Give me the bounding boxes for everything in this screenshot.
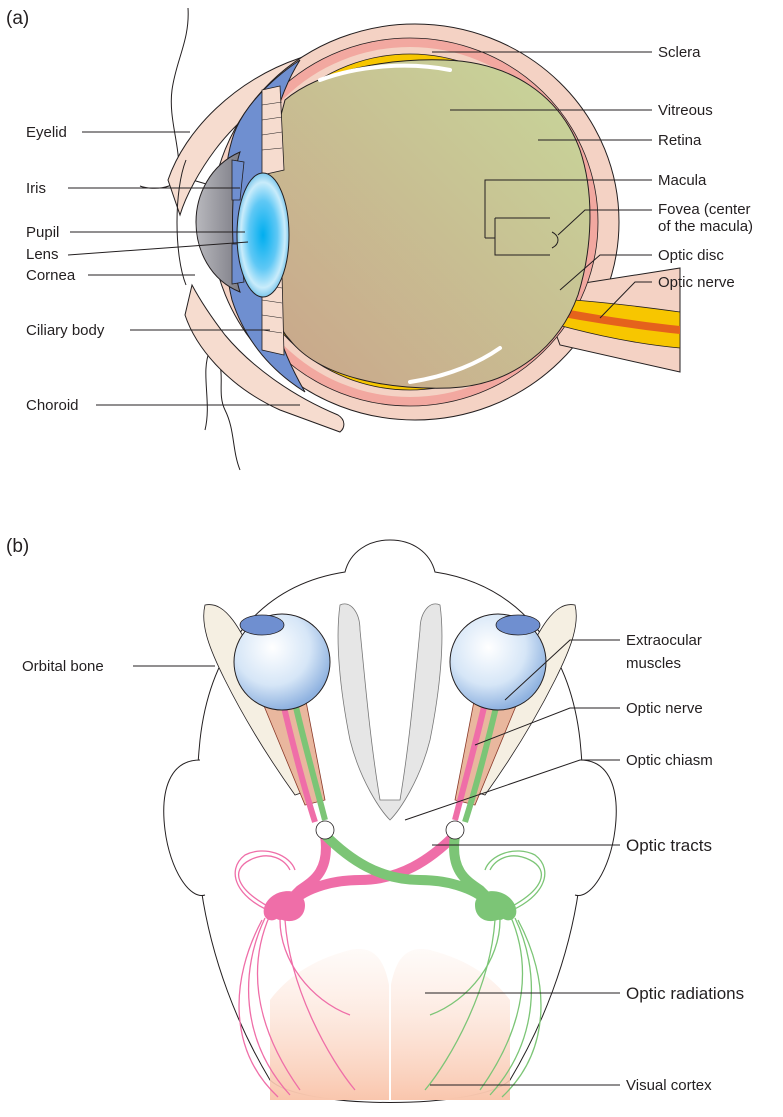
label-macula: Macula [658,172,707,189]
label-optic-disc: Optic disc [658,247,724,264]
label-optic-tracts: Optic tracts [626,836,712,855]
label-pupil: Pupil [26,224,59,241]
label-lens: Lens [26,246,59,263]
label-orbital-bone: Orbital bone [22,658,104,675]
label-extraocular-1: Extraocular [626,632,702,649]
label-retina: Retina [658,132,702,149]
panel-b-tag: (b) [6,536,29,557]
label-extraocular-2: muscles [626,655,681,672]
label-fovea-2: of the macula) [658,218,753,235]
label-optic-nerve-a: Optic nerve [658,274,735,291]
label-optic-chiasm: Optic chiasm [626,752,713,769]
lens [237,173,289,297]
label-cornea: Cornea [26,267,76,284]
left-ear [164,760,205,896]
label-optic-radiations: Optic radiations [626,984,744,1003]
panel-a: (a) [6,8,753,470]
label-eyelid: Eyelid [26,124,67,141]
vitreous [262,60,590,388]
label-sclera: Sclera [658,44,701,61]
panel-b: (b) [6,536,744,1103]
right-ear [575,760,616,896]
label-iris: Iris [26,180,46,197]
label-visual-cortex: Visual cortex [626,1077,712,1094]
label-ciliary-body: Ciliary body [26,322,105,339]
panel-a-tag: (a) [6,8,29,29]
label-vitreous: Vitreous [658,102,713,119]
label-fovea-1: Fovea (center [658,201,751,218]
label-choroid: Choroid [26,397,79,414]
label-optic-nerve-b: Optic nerve [626,700,703,717]
